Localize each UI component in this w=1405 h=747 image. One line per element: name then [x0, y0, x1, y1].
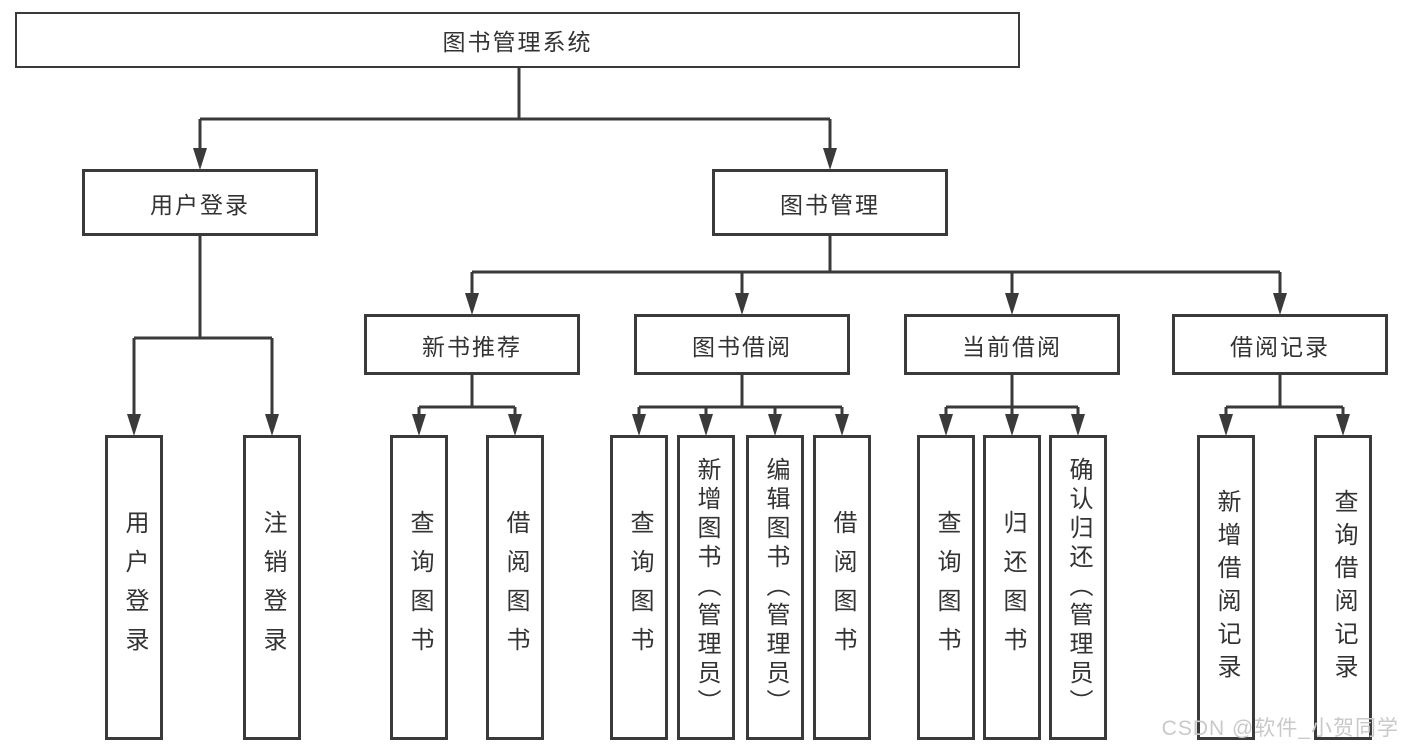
node-label: 借阅记录 [1230, 333, 1330, 360]
node-new-book-recommend: 新书推荐 [364, 314, 580, 375]
leaf-label: 借阅图书 [829, 509, 856, 666]
leaf-add-books-admin: 新增图书（管理员） [677, 435, 735, 740]
leaf-label: 查询图书 [626, 509, 653, 666]
node-label: 图书借阅 [692, 333, 792, 360]
leaf-query-borrow-record: 查询借阅记录 [1314, 435, 1372, 740]
leaf-label: 查询图书 [933, 509, 960, 666]
leaf-label: 新增图书（管理员） [693, 457, 720, 718]
leaf-return-books: 归还图书 [983, 435, 1041, 740]
node-current-borrowing: 当前借阅 [904, 314, 1120, 375]
node-user-login: 用户登录 [82, 169, 318, 236]
leaf-label: 注销登录 [259, 509, 286, 666]
node-book-borrowing: 图书借阅 [634, 314, 850, 375]
node-label: 图书管理 [780, 191, 880, 218]
leaf-user-login: 用户登录 [105, 435, 163, 740]
leaf-label: 编辑图书（管理员） [762, 457, 789, 718]
leaf-label: 借阅图书 [502, 509, 529, 666]
leaf-query-books-borrowing: 查询图书 [610, 435, 668, 740]
node-label: 当前借阅 [962, 333, 1062, 360]
watermark: CSDN @软件_小贺同学 [1161, 717, 1399, 740]
leaf-label: 查询图书 [406, 509, 433, 666]
leaf-query-books-recommend: 查询图书 [390, 435, 448, 740]
leaf-label: 查询借阅记录 [1330, 488, 1357, 687]
leaf-query-books-current: 查询图书 [917, 435, 975, 740]
node-label: 新书推荐 [422, 333, 522, 360]
leaf-logout-login: 注销登录 [243, 435, 301, 740]
leaf-add-borrow-record: 新增借阅记录 [1197, 435, 1255, 740]
leaf-label: 用户登录 [121, 509, 148, 666]
leaf-label: 新增借阅记录 [1213, 488, 1240, 687]
node-label: 用户登录 [150, 191, 250, 218]
leaf-label: 确认归还（管理员） [1065, 457, 1092, 718]
leaf-confirm-return-admin: 确认归还（管理员） [1049, 435, 1107, 740]
node-library-management-system: 图书管理系统 [15, 12, 1020, 68]
node-label: 图书管理系统 [442, 29, 593, 55]
node-borrowing-records: 借阅记录 [1172, 314, 1388, 375]
leaf-label: 归还图书 [999, 509, 1026, 666]
leaf-edit-books-admin: 编辑图书（管理员） [746, 435, 804, 740]
node-book-management: 图书管理 [712, 169, 948, 236]
leaf-borrow-books-borrowing: 借阅图书 [813, 435, 871, 740]
leaf-borrow-books-recommend: 借阅图书 [486, 435, 544, 740]
